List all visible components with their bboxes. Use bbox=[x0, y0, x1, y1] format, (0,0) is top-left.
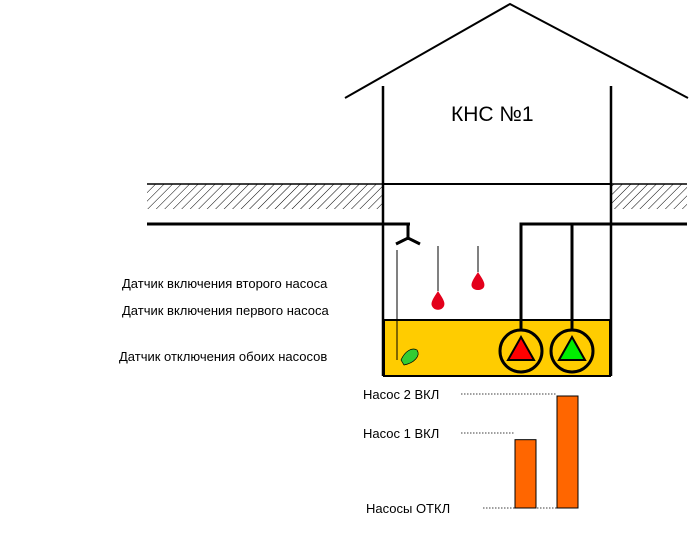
label-pumps-off: Насосы ОТКЛ bbox=[366, 501, 450, 516]
pump-2 bbox=[549, 328, 595, 374]
station-roof bbox=[344, 2, 689, 99]
level-bar-pump1 bbox=[514, 439, 537, 509]
sensor-first-pump-on bbox=[431, 246, 445, 310]
sensor-both-pumps-off bbox=[396, 250, 419, 366]
station-title: КНС №1 bbox=[451, 103, 534, 126]
label-pump1-on: Насос 1 ВКЛ bbox=[363, 426, 439, 441]
sensor-second-pump-on bbox=[471, 246, 485, 290]
label-both-pumps-off: Датчик отключения обоих насосов bbox=[119, 349, 327, 364]
ground-left bbox=[147, 184, 383, 209]
label-second-pump-on: Датчик включения второго насоса bbox=[122, 276, 328, 291]
ground-right bbox=[611, 184, 687, 209]
pump-1 bbox=[498, 328, 544, 374]
level-bar-pump2 bbox=[556, 395, 579, 509]
label-first-pump-on: Датчик включения первого насоса bbox=[122, 303, 329, 318]
label-pump2-on: Насос 2 ВКЛ bbox=[363, 387, 439, 402]
outlet-pipe-1 bbox=[519, 222, 687, 345]
